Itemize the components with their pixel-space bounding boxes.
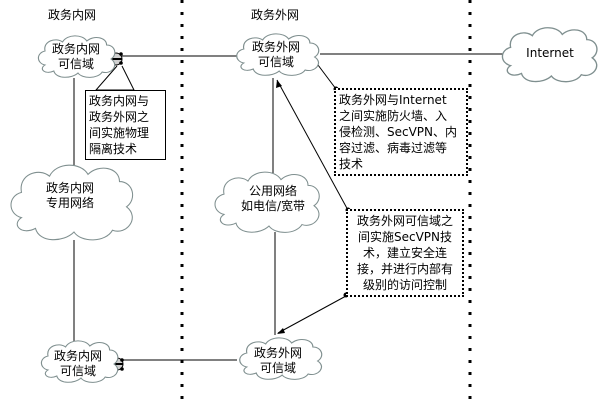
note-internet-security: 政务外网与Internet 之间实施防火墙、入 侵检测、SecVPN、内 容过滤… [334, 88, 468, 176]
cloud-label-line: 可信域 [257, 55, 294, 69]
note-secvpn: 政务外网可信域之 间实施SecVPN技 术，建立安全连 接，并进行内部有 级别的… [346, 209, 464, 297]
cloud-public-network: 公用网络 如电信/宽带 [228, 184, 318, 214]
note-line: 政务内网与 [89, 94, 150, 108]
note-line: 间实施SecVPN技 [357, 230, 453, 244]
cloud-intranet-trusted-bottom: 政务内网 可信域 [42, 349, 114, 379]
arrow-secvpn-down [277, 295, 347, 334]
note-line: 术，建立安全连 [362, 246, 447, 260]
zone-title-intranet: 政务内网 [48, 8, 97, 22]
cloud-extranet-trusted-top: 政务外网 可信域 [238, 40, 314, 70]
arrow-secvpn-up [276, 79, 350, 213]
note-line: 政务外网与Internet [339, 93, 447, 107]
cloud-label-line: 政务内网 [45, 181, 94, 195]
note-line: 技术 [339, 157, 364, 171]
cloud-label-line: 如电信/宽带 [240, 199, 306, 213]
cloud-label-line: 公用网络 [248, 184, 297, 198]
cloud-extranet-trusted-bottom: 政务外网 可信域 [240, 346, 316, 376]
note-line: 接，并进行内部有 [356, 262, 453, 276]
note-line: 政务外网之 [89, 110, 150, 124]
note-physical-isolation: 政务内网与 政务外网之 间实施物理 隔离技术 [85, 90, 166, 160]
cloud-label-line: 可信域 [57, 57, 94, 71]
cloud-label-line: 政务内网 [51, 42, 100, 56]
cloud-label-line: 可信域 [59, 364, 96, 378]
note-line: 之间实施防火墙、入 [339, 109, 448, 123]
zone-title-extranet: 政务外网 [251, 8, 300, 22]
note-line: 容过滤、病毒过滤等 [339, 141, 448, 155]
cloud-label-line: 可信域 [259, 361, 296, 375]
cloud-label-line: 政务外网 [253, 346, 302, 360]
note-line: 间实施物理 [89, 126, 150, 140]
note-line: 政务外网可信域之 [356, 214, 453, 228]
note-line: 级别的访问控制 [362, 278, 447, 292]
cloud-label-line: Internet [526, 46, 574, 60]
cloud-label-line: 政务内网 [53, 349, 102, 363]
note-line: 隔离技术 [89, 142, 138, 156]
cloud-internet: Internet [512, 46, 588, 61]
cloud-intranet-private: 政务内网 专用网络 [30, 181, 110, 211]
cloud-label-line: 政务外网 [251, 40, 300, 54]
cloud-intranet-trusted-top: 政务内网 可信域 [40, 42, 112, 72]
note-line: 侵检测、SecVPN、内 [339, 125, 458, 139]
arrowhead-secvpn-down [277, 328, 285, 334]
arrowhead-secvpn-up [276, 80, 282, 88]
cloud-label-line: 专用网络 [45, 196, 94, 210]
